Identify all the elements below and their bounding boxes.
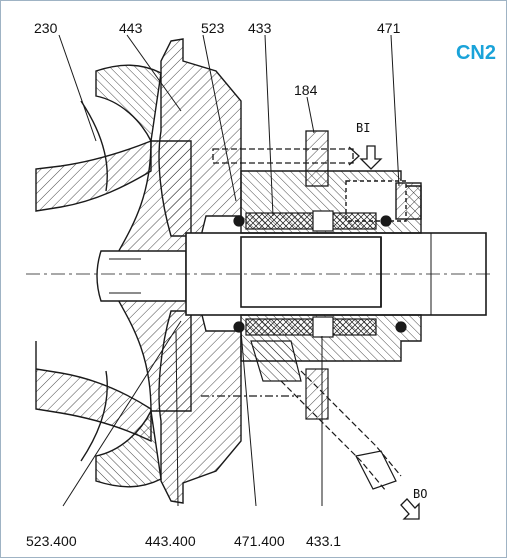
figure-code: CN2 <box>455 42 496 64</box>
label-flow-in: BI <box>356 121 371 135</box>
label-523: 523 <box>201 20 225 36</box>
label-flow-out: BO <box>413 487 428 501</box>
label-433: 433 <box>248 20 272 36</box>
flow-arrow-in <box>359 145 383 170</box>
seal-faces <box>233 210 407 338</box>
label-230: 230 <box>34 20 58 36</box>
label-433-1: 433.1 <box>306 533 342 549</box>
label-523-400: 523.400 <box>26 533 77 549</box>
label-443: 443 <box>119 20 143 36</box>
label-184: 184 <box>294 82 318 98</box>
bolt-184 <box>212 130 360 187</box>
label-471: 471 <box>377 20 401 36</box>
label-471-400: 471.400 <box>234 533 285 549</box>
leader-lines <box>58 34 400 507</box>
casing-cover <box>158 38 242 504</box>
label-443-400: 443.400 <box>145 533 196 549</box>
flow-arrow-out <box>400 498 420 520</box>
